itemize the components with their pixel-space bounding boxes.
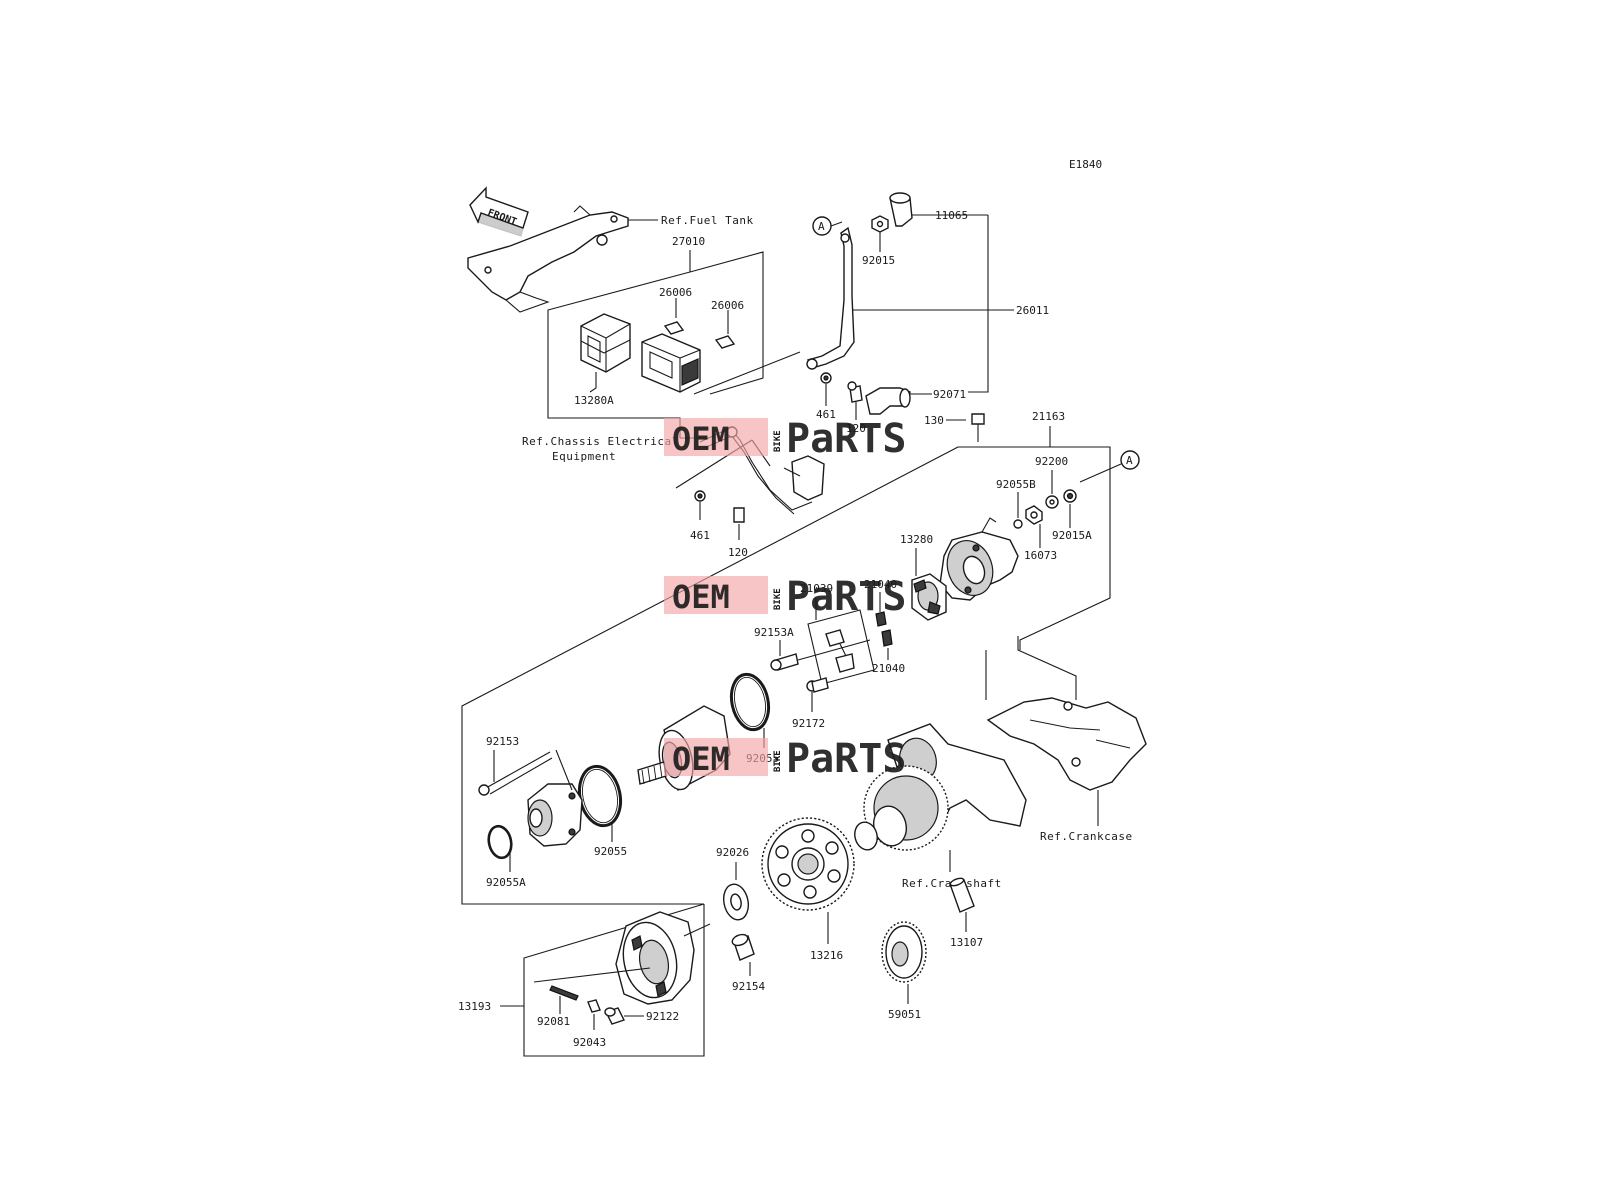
crankshaft-ref: Ref.Crankshaft (854, 723, 1027, 890)
svg-text:OEM: OEM (672, 740, 730, 778)
relay-group-27010: 27010 13280A 26006 26006 (547, 235, 764, 439)
starter-gear-13216: 13216 (761, 817, 855, 962)
part-number-130: 130 (924, 414, 944, 427)
washer-92026-bolt-92154: 92026 92154 (716, 846, 765, 993)
part-number-120-b: 120 (728, 546, 748, 559)
part-number-461-b: 461 (690, 529, 710, 542)
ref-fuel-tank: Ref.Fuel Tank (661, 214, 754, 227)
part-number-92055B: 92055B (996, 478, 1036, 491)
part-number-92153A: 92153A (754, 626, 794, 639)
part-number-92081: 92081 (537, 1015, 570, 1028)
part-number-21039: 21039 (800, 582, 833, 595)
svg-text:PaRTS: PaRTS (786, 574, 906, 620)
part-number-13280: 13280 (900, 533, 933, 546)
part-number-92071: 92071 (933, 388, 966, 401)
callout-a-right (1120, 450, 1140, 470)
part-number-13107: 13107 (950, 936, 983, 949)
part-number-92055-b: 92055 (594, 845, 627, 858)
part-number-21040-b: 21040 (872, 662, 905, 675)
part-number-27010: 27010 (672, 235, 705, 248)
watermark-oem-bike-parts-1: OEM BIKE PaRTS (664, 416, 906, 462)
part-number-461-a: 461 (816, 408, 836, 421)
part-number-92043: 92043 (573, 1036, 606, 1049)
part-number-13280A: 13280A (574, 394, 614, 407)
callout-a-top-letter: A (818, 220, 825, 233)
svg-text:BIKE: BIKE (773, 588, 783, 610)
shaft-13107: 13107 (949, 877, 983, 949)
ref-crankcase: Ref.Crankcase (1040, 830, 1133, 843)
crankcase-ref: Ref.Crankcase (985, 636, 1147, 843)
fuel-tank-bracket: Ref.Fuel Tank (467, 205, 754, 313)
part-number-59051: 59051 (888, 1008, 921, 1021)
ref-chassis-line2: Equipment (552, 450, 616, 463)
part-number-26006-b: 26006 (711, 299, 744, 312)
svg-text:BIKE: BIKE (773, 430, 783, 452)
svg-text:BIKE: BIKE (773, 750, 783, 772)
part-number-92122: 92122 (646, 1010, 679, 1023)
watermark-oem-bike-parts-3: OEM BIKE PaRTS (664, 736, 906, 782)
part-number-92015: 92015 (862, 254, 895, 267)
svg-text:PaRTS: PaRTS (786, 416, 906, 462)
callout-a-right-letter: A (1126, 454, 1133, 467)
part-number-21163: 21163 (1032, 410, 1065, 423)
svg-text:PaRTS: PaRTS (786, 736, 906, 782)
starter-clutch-13193: 13193 92081 92043 92122 (458, 911, 711, 1049)
part-number-16073: 16073 (1024, 549, 1057, 562)
part-number-120-a: 120 (846, 422, 866, 435)
part-number-13193: 13193 (458, 1000, 491, 1013)
part-number-92200: 92200 (1035, 455, 1068, 468)
svg-text:OEM: OEM (672, 578, 730, 616)
part-number-92026: 92026 (716, 846, 749, 859)
part-number-11065: 11065 (935, 209, 968, 222)
part-number-26006-a: 26006 (659, 286, 692, 299)
diagram-code: E1840 (1069, 158, 1102, 171)
idle-gear-59051: 59051 (881, 921, 927, 1021)
part-number-92153: 92153 (486, 735, 519, 748)
watermark-oem-bike-parts-2: OEM BIKE PaRTS (664, 574, 906, 620)
part-number-92055A: 92055A (486, 876, 526, 889)
part-number-92015A: 92015A (1052, 529, 1092, 542)
part-number-21040-a: 21040 (864, 578, 897, 591)
part-number-92172: 92172 (792, 717, 825, 730)
front-arrow-icon: FRONT (469, 186, 529, 237)
starter-cable-26011: A 26011 92015 11065 461 120 92071 (693, 192, 1049, 435)
part-number-13216: 13216 (810, 949, 843, 962)
ref-chassis-line1: Ref.Chassis Electrical (522, 435, 679, 448)
part-number-26011: 26011 (1016, 304, 1049, 317)
svg-text:OEM: OEM (672, 420, 730, 458)
part-number-92154: 92154 (732, 980, 765, 993)
